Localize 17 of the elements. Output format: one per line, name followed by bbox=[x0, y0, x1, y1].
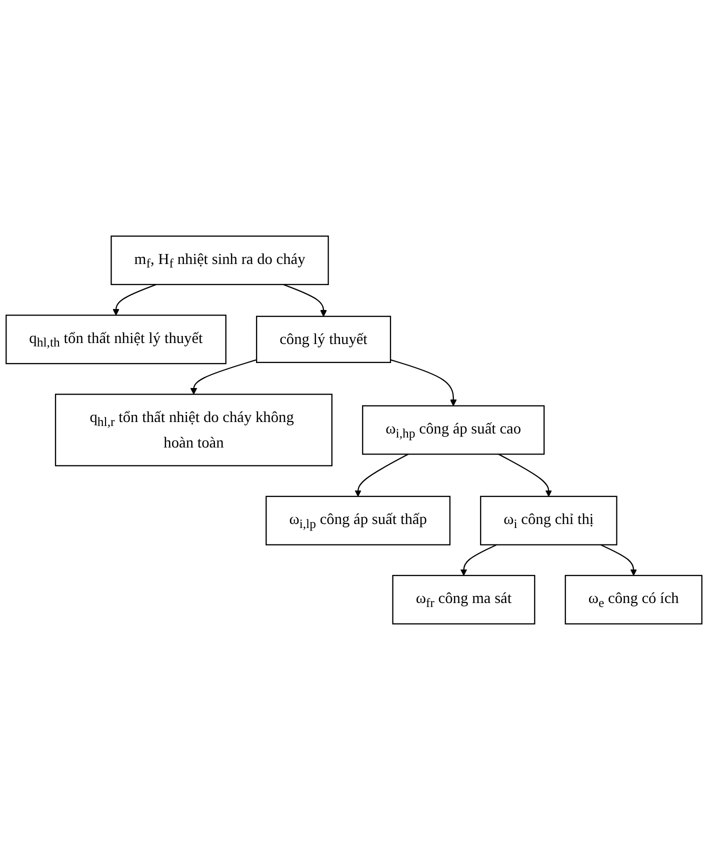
node-box bbox=[6, 314, 226, 364]
arrow bbox=[498, 453, 552, 496]
arrow bbox=[283, 283, 327, 316]
node-box bbox=[392, 574, 536, 624]
arrow bbox=[354, 453, 408, 496]
node-box bbox=[564, 574, 702, 624]
node-box bbox=[54, 393, 332, 466]
node-box bbox=[266, 495, 450, 545]
arrow bbox=[390, 358, 457, 406]
node-box bbox=[256, 315, 392, 363]
arrow bbox=[600, 544, 637, 576]
arrow bbox=[460, 544, 497, 576]
arrow bbox=[112, 283, 156, 316]
arrow bbox=[190, 358, 257, 394]
node-box bbox=[480, 495, 618, 545]
node-box bbox=[110, 235, 329, 285]
node-box bbox=[362, 404, 545, 454]
